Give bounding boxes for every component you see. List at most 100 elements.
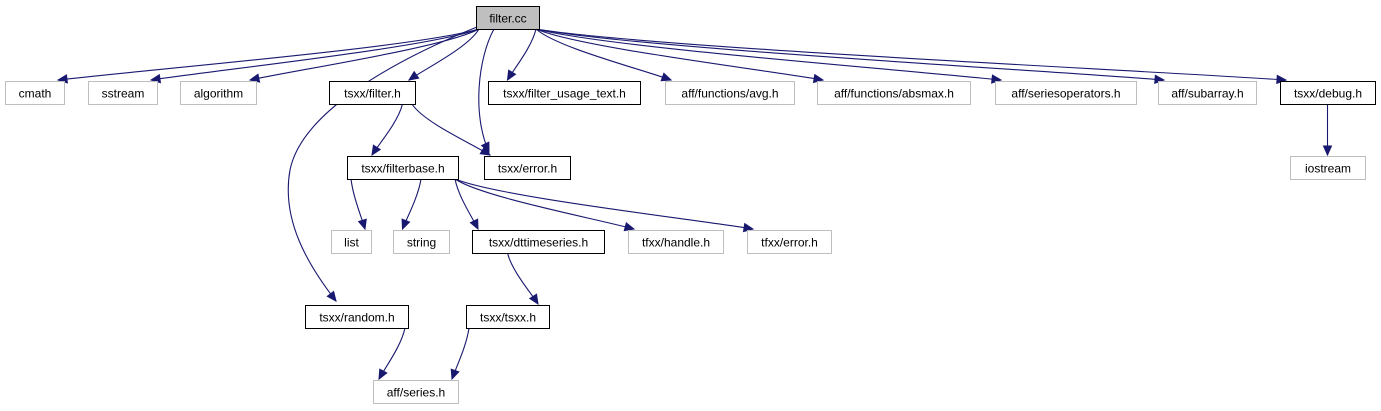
node-algorithm: algorithm [180, 81, 257, 105]
node-label: aff/functions/absmax.h [834, 87, 954, 101]
edge-filter_cc-to-tsxx_filter_h [407, 28, 480, 81]
edge-filter_cc-to-tsxx_filter_usage_text_h [506, 28, 537, 82]
node-tsxx-tsxx-h[interactable]: tsxx/tsxx.h [466, 305, 550, 329]
node-box [1290, 156, 1366, 180]
edge-line [150, 28, 480, 81]
node-box [817, 81, 971, 105]
node-aff-subarray-h: aff/subarray.h [1158, 81, 1257, 105]
node-box [466, 305, 550, 329]
node-box [373, 380, 459, 404]
node-label: tfxx/handle.h [642, 236, 710, 250]
node-aff-series-h: aff/series.h [373, 380, 459, 404]
edge-tsxx_filterbase_h-to-list [350, 178, 367, 231]
node-tsxx-filter-h[interactable]: tsxx/filter.h [329, 81, 416, 105]
edge-line [535, 28, 824, 81]
node-box [1280, 81, 1376, 105]
node-aff-functions-avg-h: aff/functions/avg.h [665, 81, 795, 105]
node-label: tsxx/filter_usage_text.h [503, 87, 626, 101]
node-label: algorithm [194, 87, 243, 101]
node-tsxx-dttimeseries-h[interactable]: tsxx/dttimeseries.h [472, 230, 605, 254]
node-box [347, 156, 459, 180]
arrowhead-icon [1322, 145, 1333, 157]
edge-line [287, 26, 478, 302]
arrowhead-icon [371, 144, 382, 157]
node-label: tsxx/random.h [319, 311, 394, 325]
arrowhead-icon [378, 368, 388, 381]
edge-filter_cc-to-sstream [149, 28, 480, 84]
node-tsxx-filterbase-h[interactable]: tsxx/filterbase.h [347, 156, 459, 180]
node-label: tfxx/error.h [761, 236, 818, 250]
edge-filter_cc-to-aff_functions_avg_h [535, 28, 673, 82]
node-tsxx-debug-h[interactable]: tsxx/debug.h [1280, 81, 1376, 105]
node-box [665, 81, 795, 105]
node-cmath: cmath [5, 81, 65, 105]
node-label: aff/series.h [387, 386, 445, 400]
node-label: tsxx/error.h [498, 162, 557, 176]
edge-line [57, 28, 480, 81]
edge-tsxx_filterbase_h-to-string [401, 178, 422, 231]
node-label: aff/seriesoperators.h [1011, 87, 1120, 101]
edge-line [535, 28, 1165, 81]
edge-tsxx_tsxx_h-to-aff_series_h [450, 327, 470, 381]
node-label: tsxx/filter.h [344, 87, 401, 101]
edge-line [249, 28, 480, 81]
edge-tsxx_filterbase_h-to-tfxx_handle_h [454, 178, 636, 232]
node-box [488, 81, 641, 105]
node-tsxx-error-h[interactable]: tsxx/error.h [484, 156, 571, 180]
node-box [472, 230, 605, 254]
arrowhead-icon [528, 293, 539, 306]
node-tfxx-error-h: tfxx/error.h [747, 230, 832, 254]
arrowhead-icon [469, 218, 479, 231]
node-box [995, 81, 1137, 105]
edge-tsxx_filter_h-to-tsxx_filterbase_h [371, 103, 404, 157]
node-string: string [393, 230, 450, 254]
node-tsxx-filter-usage-text-h[interactable]: tsxx/filter_usage_text.h [488, 81, 641, 105]
node-label: tsxx/tsxx.h [480, 311, 536, 325]
edge-line [454, 178, 635, 230]
node-box [88, 81, 158, 105]
node-label: iostream [1305, 162, 1351, 176]
edge-filter_cc-to-tsxx_random_h [287, 26, 478, 302]
edge-filter_cc-to-tsxx_debug_h [535, 28, 1288, 85]
edge-tsxx_filterbase_h-to-tfxx_error_h [454, 178, 755, 233]
node-label: tsxx/dttimeseries.h [489, 236, 588, 250]
arrowhead-icon [623, 221, 636, 232]
node-filter-cc: filter.cc [476, 6, 540, 30]
node-label: list [344, 236, 359, 250]
edge-tsxx_filterbase_h-to-tsxx_dttimeseries_h [454, 178, 479, 231]
edge-line [411, 103, 491, 156]
node-aff-seriesoperators-h: aff/seriesoperators.h [995, 81, 1137, 105]
node-label: sstream [102, 87, 145, 101]
node-label: filter.cc [489, 12, 526, 26]
edge-line [535, 28, 672, 81]
edge-tsxx_random_h-to-aff_series_h [378, 327, 406, 381]
node-aff-functions-absmax-h: aff/functions/absmax.h [817, 81, 971, 105]
node-list: list [331, 230, 372, 254]
node-box [484, 156, 571, 180]
node-label: tsxx/filterbase.h [361, 162, 444, 176]
edge-line [454, 178, 754, 230]
arrowhead-icon [326, 290, 337, 302]
arrowhead-icon [450, 368, 460, 381]
node-box [5, 81, 65, 105]
edge-line [535, 28, 1002, 81]
node-box [180, 81, 257, 105]
arrowhead-icon [357, 218, 367, 231]
node-label: tsxx/debug.h [1294, 87, 1362, 101]
nodes-layer: filter.cc cmath sstream algorithm tsxx/filte… [5, 6, 1376, 404]
edge-tsxx_debug_h-to-iostream [1322, 104, 1333, 157]
edge-line [478, 28, 495, 153]
node-box [628, 230, 724, 254]
arrowhead-icon [248, 73, 261, 83]
arrowhead-icon [506, 69, 517, 82]
node-box [1158, 81, 1257, 105]
node-tsxx-random-h[interactable]: tsxx/random.h [305, 305, 409, 329]
node-label: aff/subarray.h [1171, 87, 1243, 101]
arrowhead-icon [407, 70, 420, 81]
edge-filter_cc-to-algorithm [248, 28, 480, 83]
node-label: aff/functions/avg.h [681, 87, 778, 101]
edge-filter_cc-to-aff_subarray_h [535, 28, 1166, 85]
edge-line [535, 28, 1287, 81]
node-label: cmath [19, 87, 52, 101]
